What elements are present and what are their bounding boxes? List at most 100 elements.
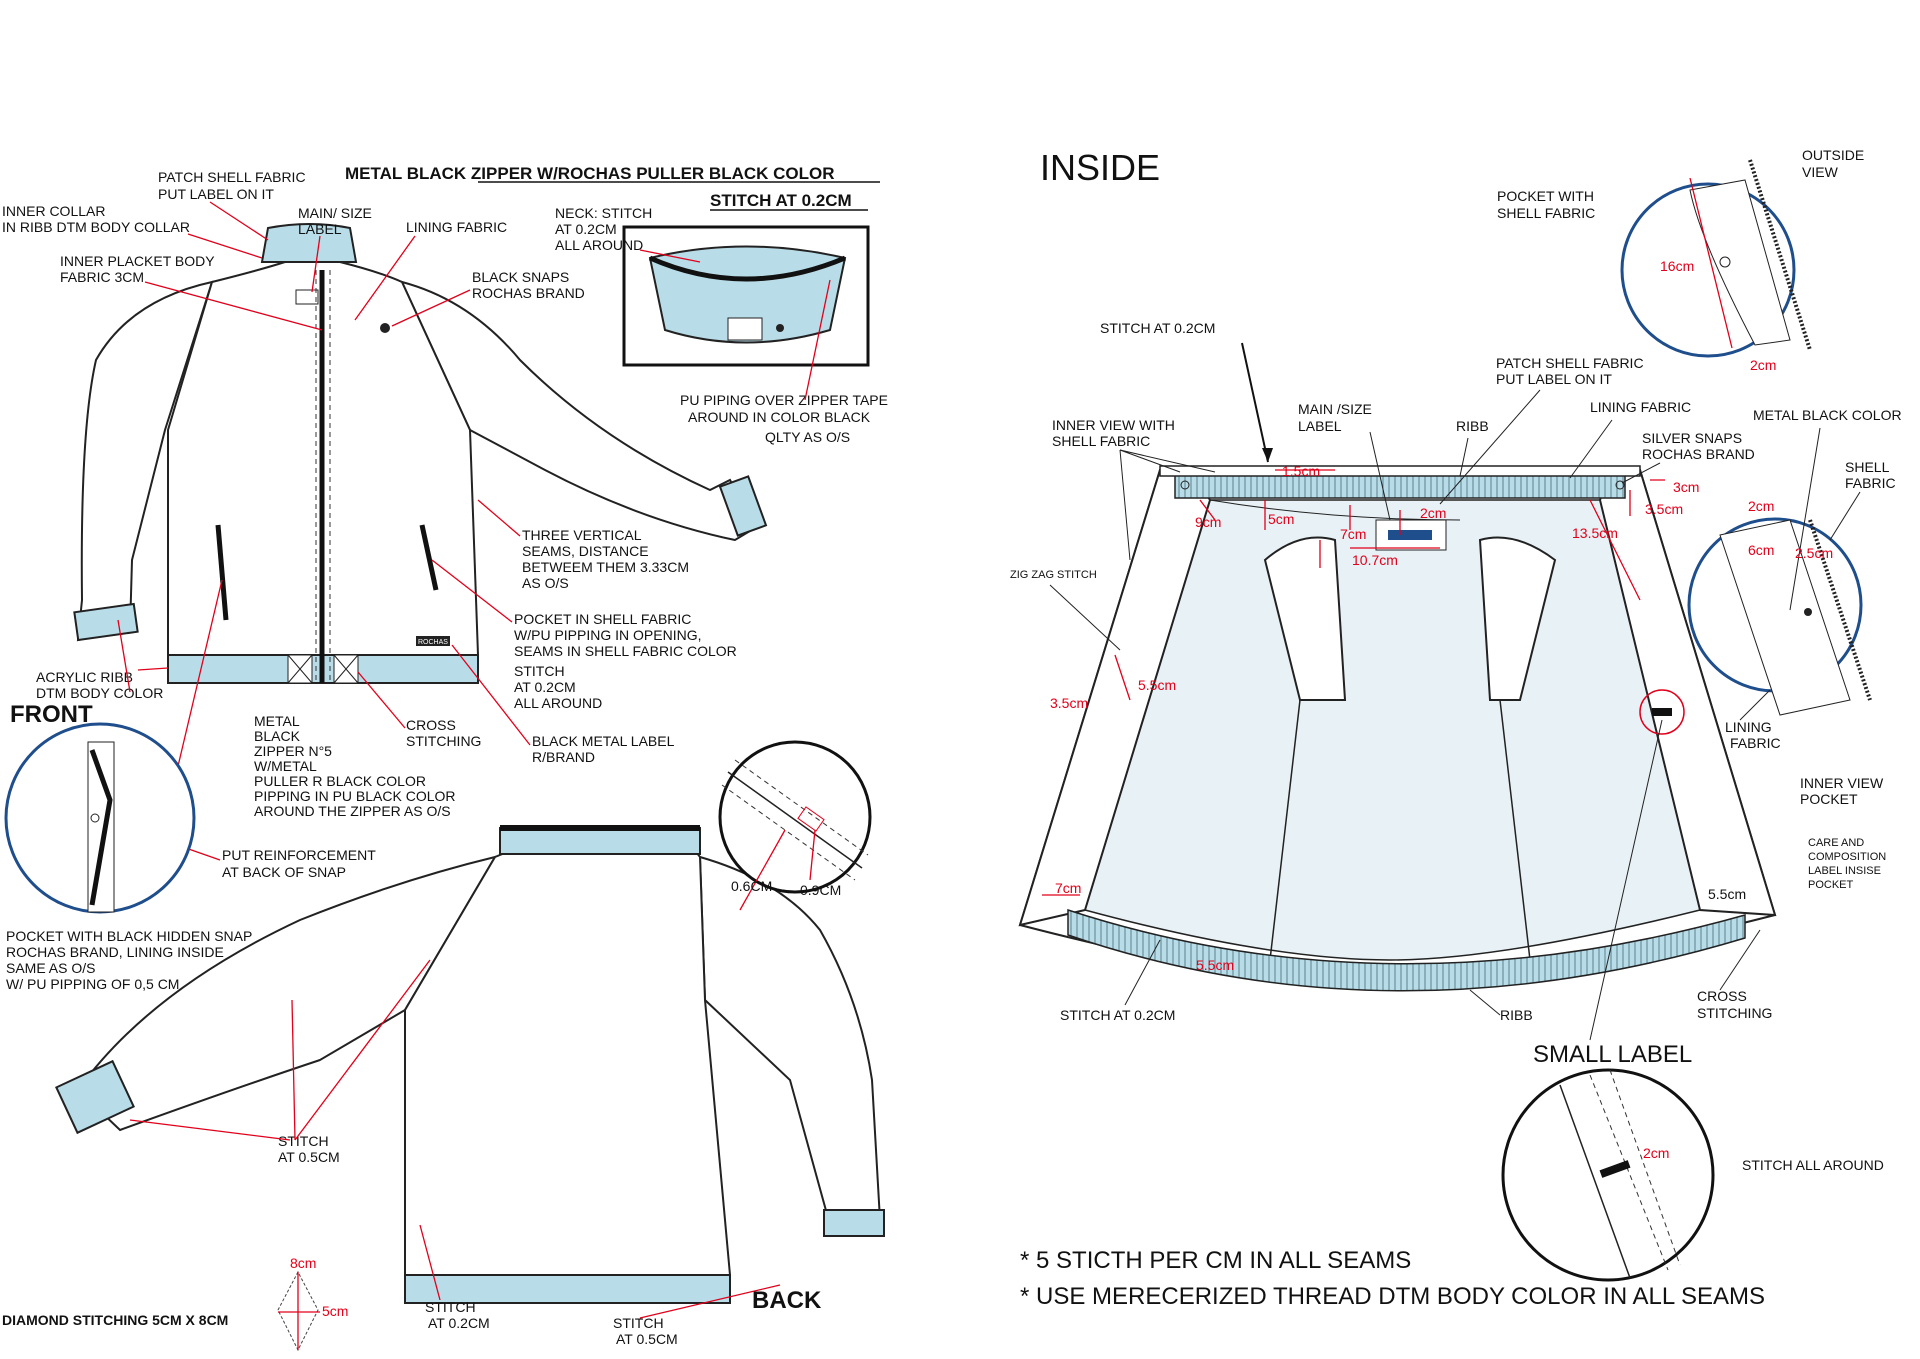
inside-ribb-bottom: RIBB [1500, 1007, 1533, 1023]
inside-silver-1: SILVER SNAPS [1642, 430, 1742, 446]
inside-cross-1: CROSS [1697, 988, 1747, 1004]
label-metal-label-2: R/BRAND [532, 749, 595, 765]
label-pu-piping-3: QLTY AS O/S [765, 429, 850, 445]
label-inner-collar-2: IN RIBB DTM BODY COLLAR [2, 219, 190, 235]
inside-main-1: MAIN /SIZE [1298, 401, 1372, 417]
label-back-stitch05b-2: AT 0.5CM [616, 1331, 678, 1347]
front-collar [260, 223, 358, 263]
dim-35a: 3.5cm [1645, 501, 1683, 517]
dim-7a: 7cm [1340, 526, 1366, 542]
inside-inner-pocket-1: INNER VIEW [1800, 775, 1884, 791]
brand-tag: ROCHAS [418, 639, 448, 646]
inside-inner-pocket-2: POCKET [1800, 791, 1858, 807]
label-pocket-snap-3: SAME AS O/S [6, 960, 95, 976]
dim-55a: 5.5cm [1138, 677, 1176, 693]
inside-labels: STITCH AT 0.2CM PATCH SHELL FABRIC PUT L… [1010, 147, 1902, 1310]
label-reinforcement-2: AT BACK OF SNAP [222, 864, 346, 880]
seam-detail-callout [718, 740, 872, 911]
label-neck-stitch-2: AT 0.2CM [555, 221, 617, 237]
inside-lining: LINING FABRIC [1590, 399, 1691, 415]
label-back-stitch05-2: AT 0.5CM [278, 1149, 340, 1165]
back-hem-rib [404, 1274, 731, 1304]
label-acrylic-2: DTM BODY COLOR [36, 685, 163, 701]
label-three-seams-3: BETWEEM THEM 3.33CM [522, 559, 689, 575]
label-diamond: DIAMOND STITCHING 5CM X 8CM [2, 1312, 228, 1328]
dim-25: 2.5cm [1795, 545, 1833, 561]
front-right-cuff [718, 475, 768, 537]
label-back-stitch05-1: STITCH [278, 1133, 329, 1149]
label-pocket-shell-2: W/PU PIPPING IN OPENING, [514, 627, 701, 643]
back-title: BACK [752, 1287, 822, 1314]
back-left-cuff [55, 1059, 135, 1135]
inside-dimensions: 16cm 2cm 1.5cm 3cm 3.5cm 9cm 5cm 2cm 7cm… [1042, 258, 1833, 1161]
inside-ribb-top: RIBB [1456, 418, 1489, 434]
label-stitch-around-3: ALL AROUND [514, 695, 602, 711]
inside-top-ribb [1174, 473, 1626, 499]
label-pocket-snap-2: ROCHAS BRAND, LINING INSIDE [6, 944, 224, 960]
label-zipper-6: PIPPING IN PU BLACK COLOR [254, 788, 456, 804]
label-reinforcement-1: PUT REINFORCEMENT [222, 847, 376, 863]
inside-care-label [1652, 708, 1672, 716]
dim-6: 6cm [1748, 542, 1774, 558]
label-zipper-4: W/METAL [254, 758, 317, 774]
dim-3: 3cm [1673, 479, 1699, 495]
inside-care-4: POCKET [1808, 879, 1854, 891]
label-cross-1: CROSS [406, 717, 456, 733]
label-inner-collar-1: INNER COLLAR [2, 203, 105, 219]
label-zipper-1: METAL [254, 713, 300, 729]
label-three-seams-4: AS O/S [522, 575, 569, 591]
label-inner-placket-2: FABRIC 3CM [60, 269, 144, 285]
front-labels: METAL BLACK ZIPPER W/ROCHAS PULLER BLACK… [2, 164, 888, 992]
label-back-stitch05b-1: STITCH [613, 1315, 664, 1331]
dim-55c: 5.5cm [1196, 957, 1234, 973]
label-black-snaps-2: ROCHAS BRAND [472, 285, 585, 301]
front-left-sleeve [76, 280, 214, 642]
dim-5: 5cm [1268, 511, 1294, 527]
inside-lining-fabric-1: LINING [1725, 719, 1772, 735]
label-neck-stitch-1: NECK: STITCH [555, 205, 652, 221]
label-pocket-shell-3: SEAMS IN SHELL FABRIC COLOR [514, 643, 737, 659]
inside-pocket-inner-callout [1687, 517, 1872, 716]
label-three-seams-2: SEAMS, DISTANCE [522, 543, 649, 559]
label-pu-piping-2: AROUND IN COLOR BLACK [688, 409, 871, 425]
back-left-sleeve [76, 855, 498, 1132]
inside-zigzag: ZIG ZAG STITCH [1010, 569, 1097, 581]
dim-55b: 5.5cm [1708, 886, 1746, 902]
label-zipper-5: PULLER R BLACK COLOR [254, 773, 426, 789]
label-back-stitch02-1: STITCH [425, 1299, 476, 1315]
back-collar [499, 827, 701, 855]
dim-2c: 2cm [1748, 498, 1774, 514]
label-pocket-shell-1: POCKET IN SHELL FABRIC [514, 611, 691, 627]
front-right-sleeve [400, 280, 757, 542]
front-size-label [295, 289, 319, 305]
back-labels: 0.6CM 0.9CM STITCH AT 0.5CM STITCH AT 0.… [2, 829, 841, 1352]
label-inner-placket-1: INNER PLACKET BODY [60, 253, 215, 269]
inside-stitch-top: STITCH AT 0.2CM [1100, 320, 1215, 336]
label-cross-2: STITCHING [406, 733, 481, 749]
inside-pocket-with-2: SHELL FABRIC [1497, 205, 1595, 221]
label-patch-shell-2: PUT LABEL ON IT [158, 186, 274, 202]
label-back-stitch02-2: AT 0.2CM [428, 1315, 490, 1331]
label-patch-shell-1: PATCH SHELL FABRIC [158, 169, 306, 185]
inside-care-3: LABEL INSISE [1808, 865, 1881, 877]
inside-collar-band [1159, 465, 1641, 477]
label-stitch-around-1: STITCH [514, 663, 565, 679]
label-black-snaps-1: BLACK SNAPS [472, 269, 569, 285]
inside-cross-2: STITCHING [1697, 1005, 1772, 1021]
label-zipper-7: AROUND THE ZIPPER AS O/S [254, 803, 451, 819]
inside-pocket-with-1: POCKET WITH [1497, 188, 1594, 204]
inside-metal-black: METAL BLACK COLOR [1753, 407, 1902, 423]
inside-silver-2: ROCHAS BRAND [1642, 446, 1755, 462]
front-header-2: STITCH AT 0.2CM [710, 191, 852, 210]
dim-2b: 2cm [1420, 505, 1446, 521]
front-metal-label [416, 636, 450, 646]
label-main-size-1: MAIN/ SIZE [298, 205, 372, 221]
inside-outside-2: VIEW [1802, 164, 1839, 180]
pocket-snap-callout [4, 722, 196, 914]
dim-7b: 7cm [1055, 880, 1081, 896]
inside-patch-2: PUT LABEL ON IT [1496, 371, 1612, 387]
inside-note-1: * 5 STICTH PER CM IN ALL SEAMS [1020, 1247, 1411, 1274]
back-jacket [55, 825, 885, 1304]
dim-15: 1.5cm [1282, 463, 1320, 479]
